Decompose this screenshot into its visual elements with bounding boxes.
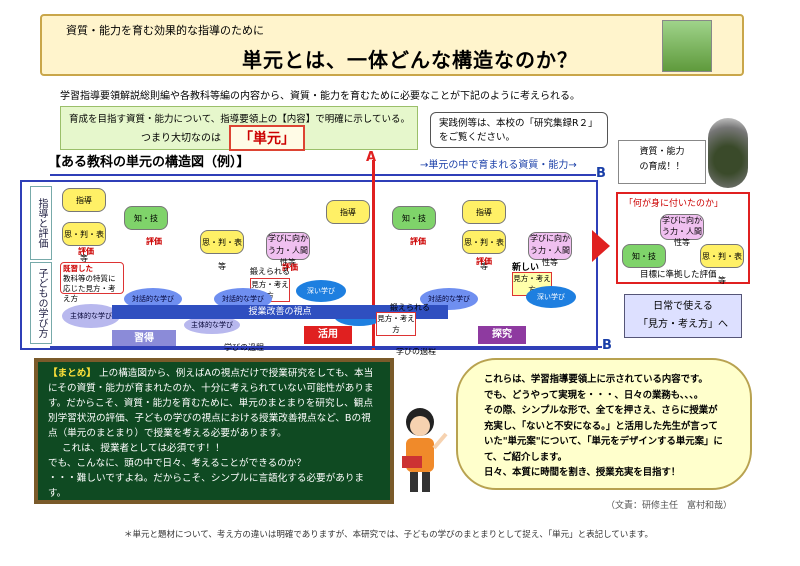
- chigi-cylinder: 知・技: [392, 206, 436, 230]
- katsuyo-tag: 活用: [304, 326, 352, 344]
- qualities-line1: 資質・能力: [639, 147, 685, 157]
- shihan-cylinder: 思・判・表等: [700, 244, 744, 285]
- header-banner: 資質・能力を育む効果的な指導のために 単元とは、一体どんな構造なのか？: [40, 14, 744, 76]
- shutai-ellipse: 主体的な学び: [184, 316, 240, 334]
- speech-l3: その際、シンプルな形で、全てを押さえ、さらに授業が: [484, 405, 718, 416]
- chigi-cylinder: 知・技: [622, 244, 666, 268]
- daily-line2: 「見方・考え方」へ: [638, 319, 728, 330]
- b-label-top: B: [596, 166, 606, 181]
- summary-p1: 上の構造図から、例えばAの視点だけで授業研究をしても、本当にその資質・能力が育ま…: [48, 368, 374, 439]
- hyoka-label: 評価: [476, 257, 492, 266]
- header-illustration: [662, 20, 712, 72]
- purpose-line2: つまり大切なのは: [141, 133, 221, 144]
- tree-photo: [708, 118, 748, 188]
- intro-text: 学習指導要領解説総則編や各教科等編の内容から、資質・能力を育むために必要なことが…: [60, 91, 580, 102]
- fukai-ellipse: 深い学び: [296, 280, 346, 302]
- taiwa-ellipse: 対話的な学び: [214, 288, 272, 310]
- daily-line1: 日常で使える: [653, 301, 713, 312]
- manabi-cylinder: 学びに向かう力・人間性等: [528, 232, 572, 267]
- summary-p2: これは、授業者としては必須です！！: [62, 443, 225, 454]
- kitaerareru-label: 鍛えられる: [250, 267, 290, 276]
- kison-label: 既習した: [63, 264, 93, 273]
- flow-label: →単元の中で育まれる資質・能力→: [420, 160, 577, 171]
- hyoka-label: 評価: [282, 263, 298, 272]
- chigi-cylinder: 知・技: [124, 206, 168, 230]
- summary-p3: でも、こんなに、頭の中で日々、考えることができるのか？: [48, 458, 306, 469]
- hyoka-label: 評価: [410, 237, 426, 246]
- taiwa-ellipse: 対話的な学び: [420, 288, 478, 310]
- hyoka-label: 評価: [78, 247, 94, 256]
- side-label-top: 指導と評価: [30, 186, 52, 260]
- speech-l2: でも、どうやって実現を・・・、日々の業務も、、、。: [484, 389, 704, 401]
- b-label-bottom: B: [602, 338, 612, 353]
- bottom-flow-arrow: [50, 346, 602, 348]
- speech-l5: いた"単元案"について、「単元をデザインする単元案」に: [484, 436, 723, 447]
- jissen-callout: 実践例等は、本校の「研究集録R２」 をご覧ください。: [430, 112, 608, 148]
- manabi-cylinder: 学びに向かう力・人間性等: [660, 214, 704, 247]
- result-box: 「何が身に付いたのか」 学びに向かう力・人間性等 知・技 思・判・表等 目標に準…: [616, 192, 750, 285]
- shutai-ellipse: 主体的な学び: [62, 304, 120, 328]
- tankyu-tag: 探究: [478, 326, 526, 344]
- side-label-bottom: 子どもの学び方: [30, 262, 52, 344]
- speech-l7: 日々、本質に時間を割き、授業充実を目指す！: [484, 467, 681, 478]
- hyoka-label: 評価: [146, 237, 162, 246]
- manabi-cylinder: 学びに向かう力・人間性等: [266, 232, 310, 267]
- daily-box: 日常で使える 「見方・考え方」へ: [624, 294, 742, 338]
- fukai-ellipse: 深い学び: [526, 286, 576, 308]
- diagram-title: 【ある教科の単元の構造図（例）】: [48, 155, 250, 170]
- top-flow-arrow: [50, 174, 596, 176]
- speech-l6: て、ご紹介します。: [484, 451, 567, 463]
- speech-bubble: これらは、学習指導要領上に示されている内容です。 でも、どうやって実現を・・・、…: [456, 358, 752, 490]
- atarashii-label: 新しい: [512, 263, 540, 273]
- shido-cylinder: 指導: [62, 188, 106, 212]
- purpose-line1: 育成を目指す資質・能力について、指導要領上の【内容】で明確に示している。: [69, 114, 410, 125]
- speech-l4: 充実し、「ないと不安になる。」と活用した先生が言って: [484, 420, 718, 432]
- kison-box: 既習した 教科等の特質に応じた見方・考え方: [60, 262, 124, 303]
- jissen-line2: をご覧ください。: [439, 132, 516, 143]
- shihan-cylinder: 思・判・表等: [462, 230, 506, 271]
- taiwa-ellipse: 対話的な学び: [124, 288, 182, 310]
- purpose-box: 育成を目指す資質・能力について、指導要領上の【内容】で明確に示している。 つまり…: [60, 106, 418, 151]
- a-label: A: [366, 150, 377, 165]
- qualities-box: 資質・能力 の育成！！: [618, 140, 706, 184]
- tangen-highlight: 「単元」: [229, 125, 305, 151]
- shido-cylinder: 指導: [462, 200, 506, 224]
- result-title: 「何が身に付いたのか」: [624, 199, 724, 209]
- speech-l1: これらは、学習指導要領上に示されている内容です。: [484, 374, 708, 385]
- kaizen-bar: 授業改善の視点: [112, 305, 448, 319]
- credit: （文責：研修主任 富村和哉）: [606, 501, 733, 511]
- shihan-cylinder: 思・判・表等: [200, 230, 244, 271]
- shutoku-tag: 習得: [112, 330, 176, 348]
- kitaerareru-label-2: 鍛えられる: [390, 303, 430, 312]
- teacher-illustration: [402, 408, 448, 492]
- mikata-box-2: 見方・考え方: [376, 312, 416, 336]
- summary-p4: ・・・難しいですよね。だからこそ、シンプルに言語化する必要があります。: [48, 473, 365, 499]
- summary-head: 【まとめ】: [48, 368, 96, 379]
- result-bottom: 目標に準拠した評価: [640, 270, 717, 280]
- kison-note: 教科等の特質に応じた見方・考え方: [63, 274, 116, 303]
- footnote: ＊単元と題材について、考え方の違いは明確でありますが、本研究では、子どもの学びの…: [124, 530, 653, 540]
- shihan-cylinder: 思・判・表等: [62, 222, 106, 263]
- katei-label-2: 学びの過程: [396, 347, 436, 356]
- header-subtitle: 資質・能力を育む効果的な指導のために: [66, 24, 264, 37]
- summary-chalkboard: 【まとめ】 上の構造図から、例えばAの視点だけで授業研究をしても、本当にその資質…: [34, 358, 394, 504]
- shido-cylinder: 指導: [326, 200, 370, 224]
- chevron-right-icon: [592, 230, 610, 262]
- a-viewpoint-line: [372, 160, 375, 350]
- qualities-line2: の育成！！: [639, 162, 685, 172]
- jissen-line1: 実践例等は、本校の「研究集録R２」: [439, 118, 598, 129]
- page-title: 単元とは、一体どんな構造なのか？: [242, 48, 578, 72]
